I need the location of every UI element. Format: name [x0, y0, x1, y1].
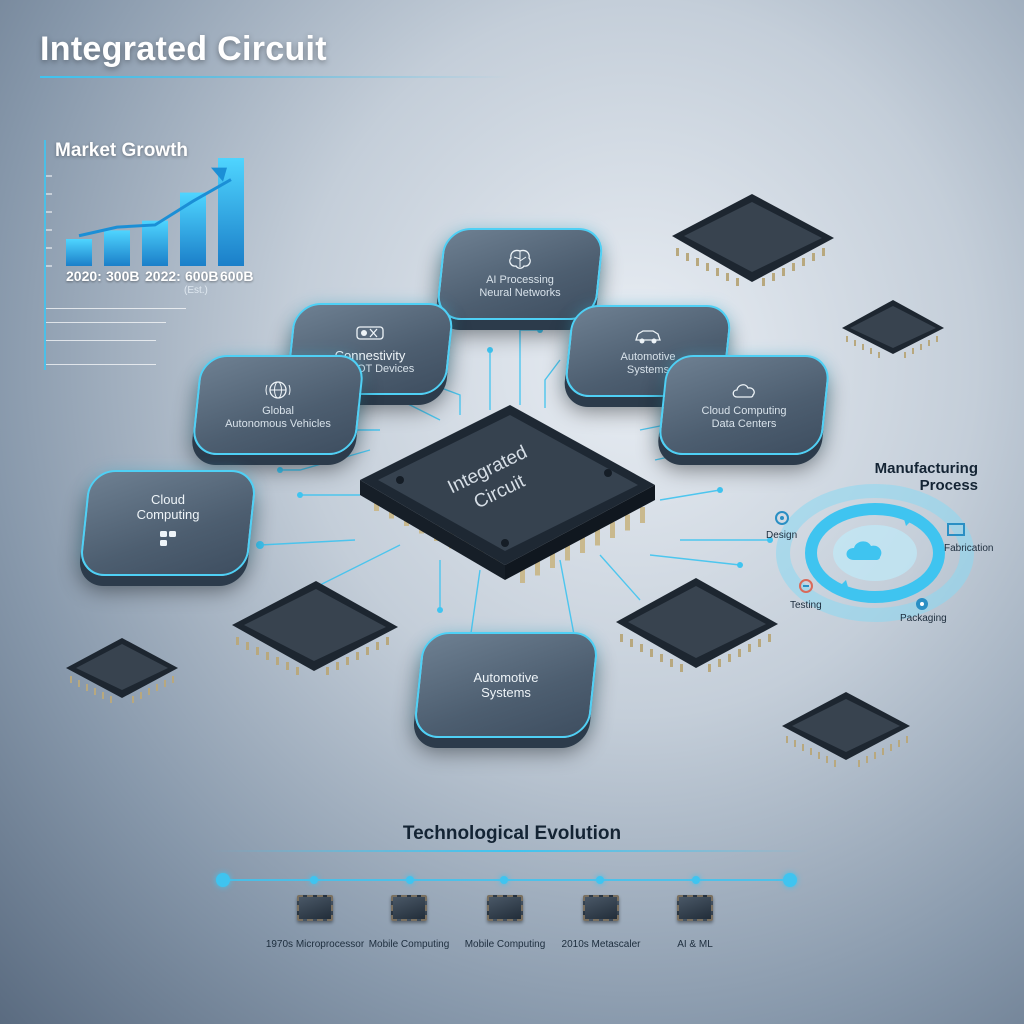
tile-connectivity: Connestivity 5G & IOT Devices: [285, 303, 455, 395]
market-growth-chart: [46, 158, 244, 267]
tile-automotive-bottom-line1: Automotive: [473, 670, 539, 685]
manufacturing-title-line2: Process: [919, 477, 978, 494]
timeline-dot: [692, 876, 700, 884]
market-growth-estimate-note: (Est.): [184, 285, 208, 296]
market-growth-label-3: 600B: [185, 268, 219, 284]
trend-arrow-icon: [211, 167, 227, 182]
page-title: Integrated Circuit: [40, 30, 327, 68]
manufacturing-process-title: Manufacturing Process: [875, 460, 978, 494]
tile-ai-line1: AI Processing: [486, 274, 554, 286]
design-icon: [775, 511, 789, 525]
chip-left-middle: [232, 581, 398, 675]
timeline-chip-icon: [677, 895, 713, 921]
market-growth-bar-3: [180, 192, 206, 266]
timeline-chip-icon: [391, 895, 427, 921]
timeline-dot: [500, 876, 508, 884]
tile-cloud-data-centers-line1: Cloud Computing: [701, 405, 787, 417]
market-growth-label-4: 600B: [220, 268, 254, 284]
market-growth-axis: [44, 140, 46, 370]
timeline-item-4: 2010s Metascaler: [546, 895, 656, 950]
central-chip-pin: [580, 537, 585, 553]
tile-automotive-top-line2: Systems: [626, 364, 670, 376]
tile-global-line1: Global: [262, 405, 294, 417]
title-underline: [40, 76, 510, 78]
manufacturing-step-design: Design: [766, 530, 798, 541]
cloud-icon: [846, 541, 882, 560]
central-chip-pin: [625, 514, 630, 531]
central-chip-pin: [595, 529, 600, 546]
tile-cloud-computing-line2: Computing: [136, 507, 200, 522]
central-chip-pin: [520, 567, 525, 583]
timeline-item-1: 1970s Microprocessor: [260, 895, 370, 950]
manufacturing-step-packaging: Packaging: [900, 613, 947, 624]
market-growth-bar-1: [104, 230, 130, 266]
central-chip: Integrated Circuit: [360, 405, 655, 583]
central-chip-pin: [550, 552, 555, 568]
central-chip-pin: [535, 559, 540, 576]
fabrication-icon: [947, 523, 965, 536]
central-chip-pin: [565, 544, 570, 561]
tile-global: Global Autonomous Vehicles: [190, 355, 366, 455]
cloud-icon: [732, 384, 755, 398]
timeline-dot-start: [216, 873, 230, 887]
brain-icon: [509, 249, 531, 269]
manufacturing-cycle-diagram: [775, 484, 974, 622]
tile-global-line2: Autonomous Vehicles: [225, 418, 331, 430]
grid-icon: [160, 531, 176, 546]
manufacturing-step-testing: Testing: [790, 600, 822, 611]
technological-evolution-title: Technological Evolution: [402, 823, 622, 844]
timeline-dot: [406, 876, 414, 884]
packaging-icon: [916, 598, 928, 610]
market-growth-title: Market Growth: [55, 140, 189, 161]
timeline-dot-end: [783, 873, 797, 887]
car-icon: [635, 330, 661, 344]
tile-ai-line2: Neural Networks: [479, 287, 561, 299]
chip-right-middle: [616, 578, 778, 672]
tile-automotive-top: Automotive Systems: [563, 305, 733, 397]
timeline-label-3: Mobile Computing: [464, 939, 546, 950]
market-growth-bar-0: [66, 239, 92, 266]
timeline-label-4: 2010s Metascaler: [561, 939, 641, 950]
tile-cloud-data-centers: Cloud Computing Data Centers: [656, 355, 832, 455]
market-growth-label-0: 2020:: [66, 268, 102, 284]
market-growth-label-1: 300B: [106, 268, 140, 284]
timeline-title-rule: [210, 850, 810, 852]
tile-cloud-data-centers-line2: Data Centers: [711, 418, 777, 430]
tile-automotive-bottom-line2: Systems: [481, 685, 531, 700]
market-growth-trend-line: [78, 178, 232, 238]
tile-cloud-computing: Cloud Computing: [78, 470, 258, 576]
timeline-dot: [310, 876, 318, 884]
tile-ai-processing: AI Processing Neural Networks: [435, 228, 605, 320]
chip-right-small: [842, 300, 944, 358]
central-chip-pin: [610, 522, 615, 538]
timeline-item-5: AI & ML: [640, 895, 750, 950]
market-growth-label-2: 2022:: [145, 268, 181, 284]
chip-top-right: [672, 194, 834, 286]
manufacturing-title-line1: Manufacturing: [874, 460, 978, 477]
timeline-dot: [596, 876, 604, 884]
central-chip-pin: [640, 507, 645, 523]
timeline-label-5: AI & ML: [677, 939, 713, 950]
timeline-chip-icon: [583, 895, 619, 921]
chip-left-bottom: [66, 638, 178, 703]
timeline-label-2: Mobile Computing: [368, 939, 450, 950]
timeline-item-2: Mobile Computing: [354, 895, 464, 950]
timeline-chip-icon: [297, 895, 333, 921]
testing-icon: [799, 579, 813, 593]
chip-bottom-right: [782, 692, 910, 767]
manufacturing-step-fabrication: Fabrication: [944, 543, 994, 554]
globe-icon: [265, 381, 291, 399]
network-icon: [356, 326, 384, 340]
timeline-chip-icon: [487, 895, 523, 921]
market-growth-bar-2: [142, 220, 168, 266]
tile-cloud-computing-line1: Cloud: [151, 492, 185, 507]
tile-automotive-bottom: Automotive Systems: [412, 632, 600, 738]
timeline-item-3: Mobile Computing: [450, 895, 560, 950]
timeline-label-1: 1970s Microprocessor: [265, 939, 365, 950]
